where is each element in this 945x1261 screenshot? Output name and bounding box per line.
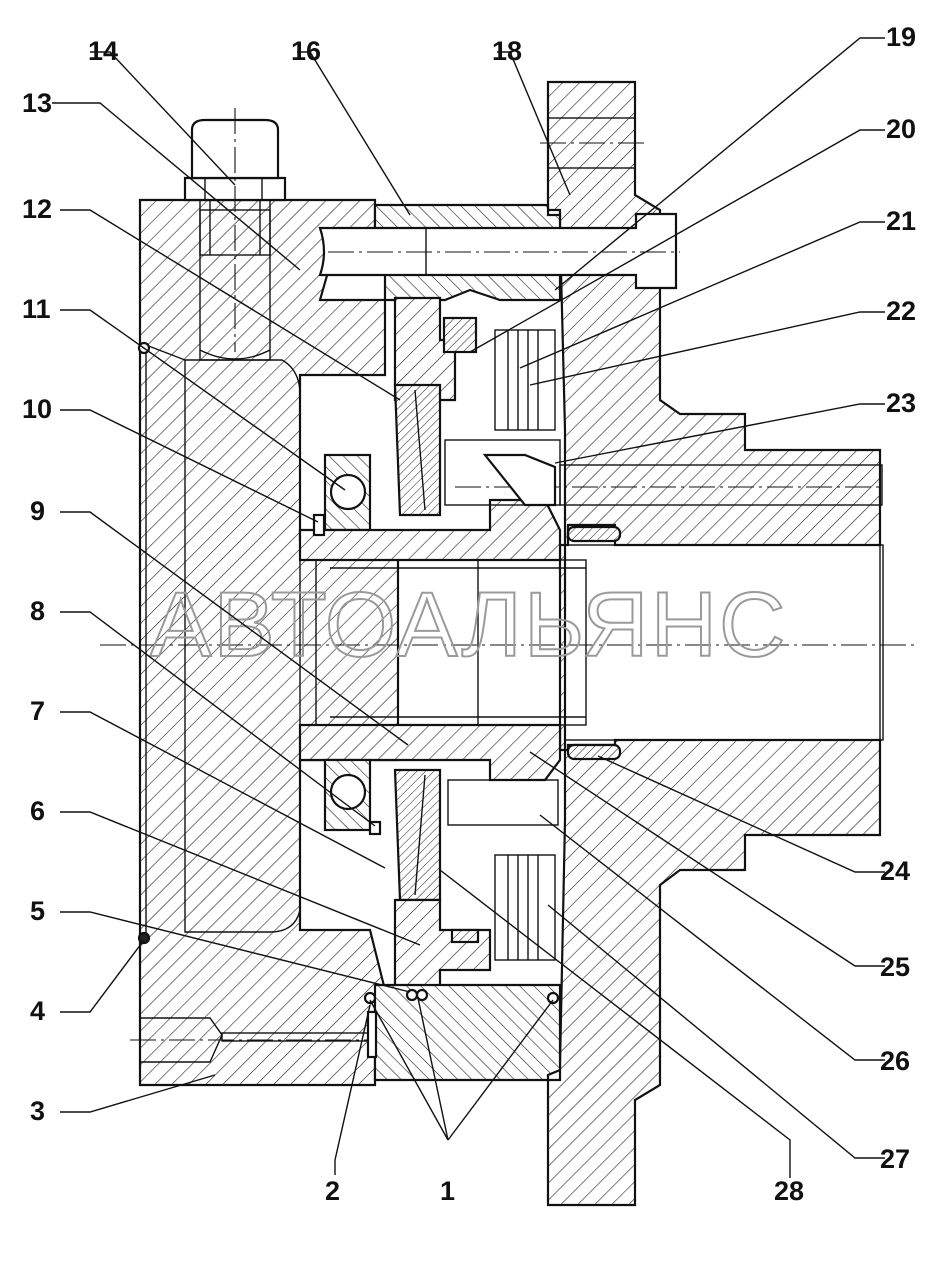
callout-5: 5 [30,896,45,926]
ring-11-top [312,513,326,537]
callout-24: 24 [880,856,910,886]
callout-13: 13 [22,88,52,118]
callout-3: 3 [30,1096,45,1126]
long-bolt [318,212,678,290]
oring-1c [546,991,560,1005]
callout-11: 11 [22,294,51,324]
callout-7: 7 [30,696,45,726]
callout-21: 21 [886,206,916,236]
callout-2: 2 [325,1176,340,1206]
callout-23: 23 [886,388,916,418]
callout-27: 27 [880,1144,910,1174]
ball-bottom [329,773,367,811]
callout-20: 20 [886,114,916,144]
callout-26: 26 [880,1046,910,1076]
callout-12: 12 [22,194,52,224]
middle-ring-bottom [373,983,562,1082]
oring-4 [137,931,151,945]
housing-cavity [184,359,301,933]
plug-thread [199,199,271,256]
tapered-bearing-bottom [393,768,442,902]
callout-14: 14 [88,36,118,66]
tapered-bearing-top [393,383,442,517]
callout-22: 22 [886,296,916,326]
callout-28: 28 [774,1176,804,1206]
callout-18: 18 [492,36,522,66]
oring-1b [415,988,429,1002]
disc-pack-bottom [494,854,556,961]
callout-10: 10 [22,394,52,424]
leader-lines [52,37,885,1178]
piston-bottom [393,898,492,992]
callout-25: 25 [880,952,910,982]
ball-top [329,473,367,511]
drive-pin-top [444,439,561,506]
drain-channel [139,1017,223,1063]
ring-24 [566,743,622,761]
oring-2 [363,991,377,1005]
ring-8-bottom [368,820,382,836]
disc-pack-top [494,329,556,431]
drive-pin-bottom [447,779,559,826]
hub-bore [564,544,884,741]
seal-top [442,316,478,354]
seal-bottom [450,928,480,944]
shim-2 [366,1010,378,1059]
callout-19: 19 [886,22,916,52]
callout-4: 4 [30,996,45,1026]
watermark-text: АВТОАЛЬЯНС [150,574,788,676]
callout-1: 1 [440,1176,455,1206]
callout-labels: 14 13 16 18 19 20 21 22 23 12 11 10 9 8 … [22,22,916,1206]
callout-9: 9 [30,496,45,526]
ring-upper-hub [566,525,622,543]
callout-6: 6 [30,796,45,826]
callout-16: 16 [291,36,321,66]
callout-8: 8 [30,596,45,626]
